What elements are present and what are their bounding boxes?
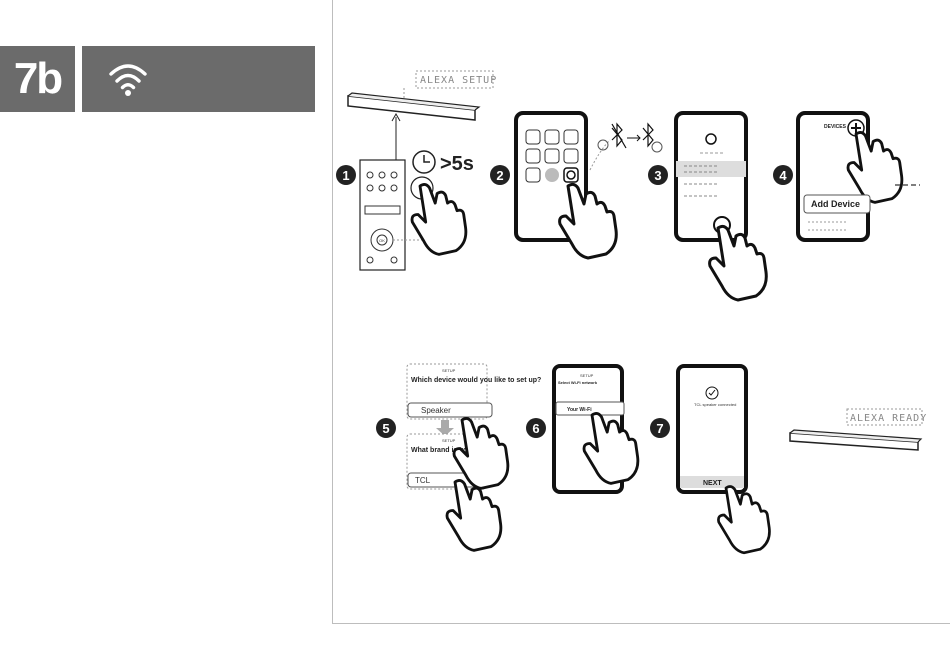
step-3: 3 [648,111,768,302]
step-4: 4 DEVICES Add Device [773,111,920,242]
wifi-screen-title: SETUP [580,373,594,378]
hold-time: >5s [440,153,474,175]
question-which-device: Which device would you like to set up? [411,377,541,384]
horizontal-divider [332,623,950,624]
step-3-label: 3 [654,168,661,183]
wifi-heading: Select Wi-Fi network [558,380,598,385]
step-6: 6 SETUP Select Wi-Fi network Your Wi-Fi [526,364,640,494]
step-7: 7 TCL speaker connected NEXT [650,364,771,555]
step-2: 2 [490,111,663,260]
soundbar-display-setup: ALEXA SETUP [420,75,497,86]
step-1: 1 OK >5s [336,150,474,271]
wifi-option: Your Wi-Fi [567,407,592,413]
step-number-badge: 7b [0,46,75,112]
step-5-label: 5 [382,421,389,436]
soundbar-top: ALEXA SETUP [347,70,497,160]
wifi-icon [109,64,147,96]
step-7-label: 7 [656,421,663,436]
next-button: NEXT [703,480,722,487]
setup-title-5a: SETUP [442,368,456,373]
step-4-label: 4 [779,168,787,183]
vertical-divider [332,0,333,623]
add-device-option: Add Device [811,199,860,209]
option-brand: TCL [415,476,431,485]
soundbar-ready: ALEXA READY [789,408,927,451]
step-6-label: 6 [532,421,539,436]
connected-text: TCL speaker connected [694,402,736,407]
setup-title-5b: SETUP [442,438,456,443]
option-speaker: Speaker [421,406,451,415]
step-number: 7b [13,54,63,103]
step-1-label: 1 [342,168,349,183]
remote-ok-label: OK [379,238,385,243]
step-2-label: 2 [496,168,503,183]
step-header-bar [82,46,315,112]
soundbar-display-ready: ALEXA READY [850,413,927,424]
step-5: 5 SETUP Which device would you like to s… [376,363,541,552]
devices-title: DEVICES [824,124,847,130]
